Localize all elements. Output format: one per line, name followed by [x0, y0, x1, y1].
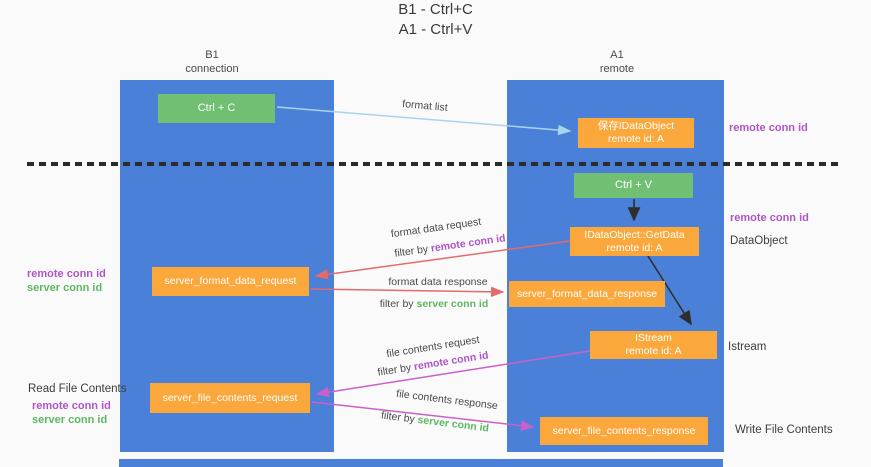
server-conn-id-left-label-bottom: server conn id	[32, 414, 108, 426]
node-ctrl-v: Ctrl + V	[574, 173, 693, 198]
filter-by-server-conn-id-label-1: filter by server conn id	[376, 298, 492, 310]
remote-conn-id-side-label-mid: remote conn id	[730, 212, 809, 224]
remote-conn-id-left-label-mid: remote conn id	[27, 268, 106, 280]
file-contents-response-arrow	[311, 401, 535, 431]
read-file-contents-label: Read File Contents	[28, 383, 127, 395]
getdata-to-istream-arrow	[647, 255, 692, 326]
format-data-response-arrow	[310, 286, 505, 298]
filter-by-text: filter by	[379, 298, 417, 310]
server-file-contents-response-label: server_file_contents_response	[552, 424, 696, 437]
remote-conn-id-side-label-top: remote conn id	[729, 122, 808, 134]
lane-a1-name: A1	[610, 49, 624, 61]
istream-line1: IStream	[635, 332, 672, 344]
getdata-line1: IDataObject::GetData	[584, 228, 685, 241]
node-server-file-contents-response: server_file_contents_response	[540, 417, 708, 445]
server-file-contents-request-label: server_file_contents_request	[162, 391, 298, 404]
lane-b1-role: connection	[185, 63, 239, 75]
format-list-arrow	[276, 106, 572, 136]
remote-conn-id-left-label-bottom: remote conn id	[32, 400, 111, 412]
ctrl-v-label: Ctrl + V	[615, 179, 652, 191]
server-format-data-response-label: server_format_data_response	[516, 287, 658, 300]
server-conn-id-text: server conn id	[416, 298, 489, 310]
ctrl-c-label: Ctrl + C	[197, 102, 236, 114]
format-data-request-arrow	[314, 240, 571, 280]
node-istream: IStream remote id: A	[590, 331, 717, 359]
dataobject-side-label: DataObject	[730, 235, 788, 247]
getdata-line2: remote id: A	[606, 241, 663, 254]
node-server-format-data-response: server_format_data_response	[509, 281, 665, 307]
lane-header-a1: A1 remote	[537, 48, 697, 76]
istream-side-label: Istream	[728, 341, 767, 353]
node-save-idataobject: 保存IDataObject remote id: A	[578, 118, 694, 148]
diagram-title: B1 - Ctrl+C A1 - Ctrl+V	[0, 0, 871, 40]
write-file-contents-label: Write File Contents	[735, 424, 833, 436]
bottom-panel-strip	[119, 459, 723, 467]
istream-line2: remote id: A	[625, 345, 682, 357]
node-server-file-contents-request: server_file_contents_request	[150, 383, 310, 413]
save-idataobject-line2: remote id: A	[607, 133, 665, 145]
server-format-data-request-label: server_format_data_request	[164, 275, 297, 287]
server-conn-id-left-label-mid: server conn id	[27, 282, 103, 294]
lane-b1-name: B1	[205, 49, 219, 61]
node-server-format-data-request: server_format_data_request	[152, 267, 309, 296]
lane-a1-role: remote	[599, 63, 635, 75]
file-contents-request-arrow	[315, 350, 591, 398]
save-idataobject-line1: 保存IDataObject	[597, 120, 675, 132]
title-line-2: A1 - Ctrl+V	[398, 21, 473, 38]
title-line-1: B1 - Ctrl+C	[398, 1, 473, 18]
lane-header-b1: B1 connection	[132, 48, 292, 76]
node-ctrl-c: Ctrl + C	[158, 94, 275, 123]
node-idataobject-getdata: IDataObject::GetData remote id: A	[570, 227, 699, 256]
format-data-response-label: format data response	[388, 276, 488, 288]
